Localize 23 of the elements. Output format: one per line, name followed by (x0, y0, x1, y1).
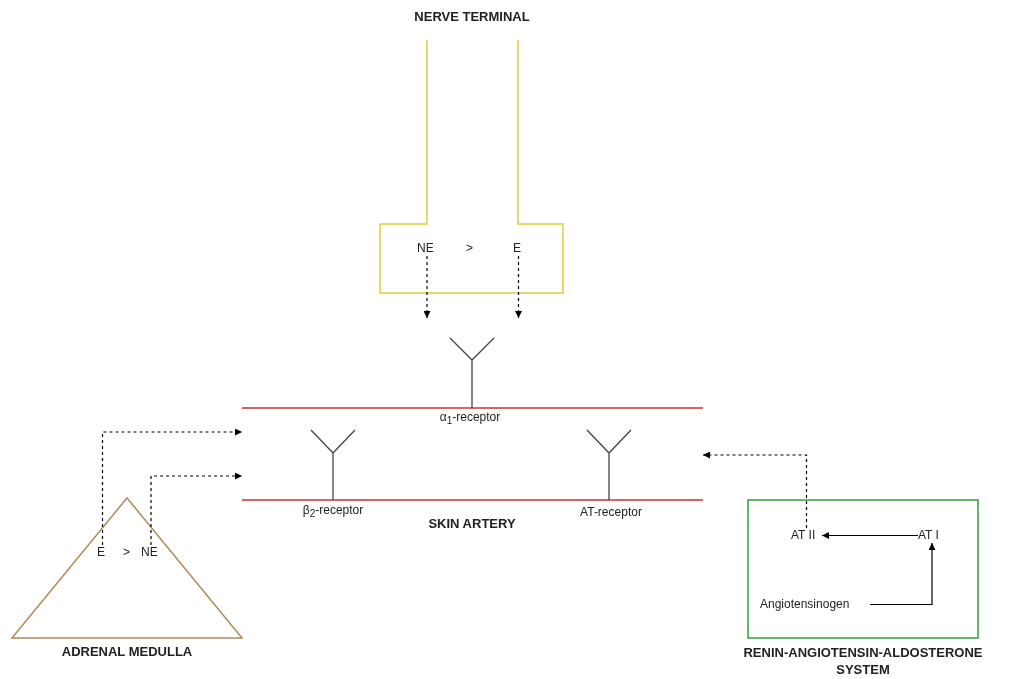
node-label: AT I (918, 528, 946, 543)
heading: RENIN-ANGIOTENSIN-ALDOSTERONE SYSTEM (742, 644, 984, 678)
arrow (423, 255, 431, 319)
arrow (869, 542, 936, 606)
receptor-label: α$_{1}$-receptor (438, 410, 502, 429)
node-label: NE (141, 545, 161, 560)
receptor-label: β$_{2}$-receptor (301, 503, 365, 522)
arrow (150, 472, 243, 546)
arrow (101, 428, 243, 546)
receptor-label: AT-receptor (579, 505, 643, 520)
node-label: NE (417, 241, 437, 256)
arrow (515, 255, 522, 319)
heading: NERVE TERMINAL (413, 8, 531, 25)
comparison-sign: > (466, 241, 473, 256)
arrow (702, 451, 808, 529)
heading: SKIN ARTERY (427, 515, 517, 532)
node-label: E (97, 545, 108, 560)
node-label: E (513, 241, 524, 256)
node-label: Angiotensinogen (760, 597, 870, 612)
comparison-sign: > (123, 545, 130, 560)
arrow (821, 532, 919, 539)
heading: ADRENAL MEDULLA (60, 643, 194, 660)
node-label: AT II (791, 528, 822, 543)
